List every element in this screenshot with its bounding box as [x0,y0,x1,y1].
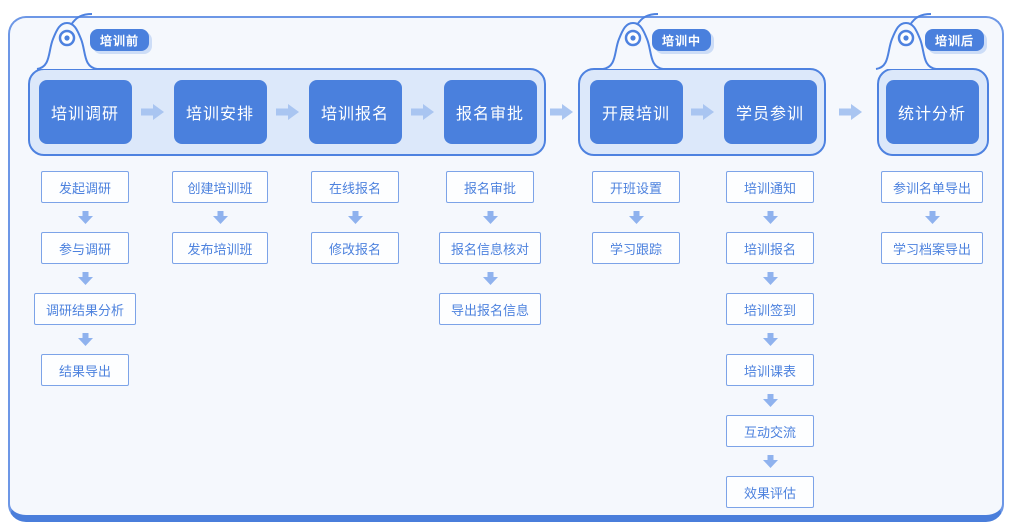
substep-box: 参训名单导出 [881,171,983,203]
substep-box: 参与调研 [41,232,129,264]
flow-arrow-down-icon [482,272,498,285]
substep-box: 培训签到 [726,293,814,325]
flow-arrow-down-icon [924,211,940,224]
substep-box: 学习档案导出 [881,232,983,264]
flow-arrow-down-icon [762,455,778,468]
flow-arrow-down-icon [762,333,778,346]
flow-arrow-right-icon [839,103,863,121]
main-step-box: 报名审批 [443,80,537,144]
substep-box: 在线报名 [311,171,399,203]
substep-box: 培训报名 [726,232,814,264]
substep-box: 调研结果分析 [34,293,136,325]
flow-arrow-right-icon [410,103,435,121]
main-step-box: 开展培训 [589,80,683,144]
substep-box: 互动交流 [726,415,814,447]
substep-box: 发起调研 [41,171,129,203]
phase-tag: 培训后 [925,29,985,51]
pin-hole-icon [874,10,938,70]
substep-box: 培训通知 [726,171,814,203]
flow-arrow-down-icon [628,211,644,224]
flow-arrow-down-icon [77,211,93,224]
flow-arrow-right-icon [275,103,300,121]
flow-arrow-down-icon [482,211,498,224]
main-step-box: 培训安排 [173,80,267,144]
main-step-box: 学员参训 [723,80,817,144]
substep-box: 修改报名 [311,232,399,264]
substep-box: 报名信息核对 [439,232,541,264]
substep-box: 导出报名信息 [439,293,541,325]
main-step-box: 统计分析 [885,80,979,144]
substep-box: 发布培训班 [172,232,268,264]
flow-arrow-down-icon [77,272,93,285]
flow-arrow-down-icon [762,272,778,285]
substep-box: 培训课表 [726,354,814,386]
phase-tag: 培训中 [652,29,712,51]
phase-tag: 培训前 [90,29,150,51]
substep-box: 效果评估 [726,476,814,508]
substep-box: 学习跟踪 [592,232,680,264]
main-step-box: 培训调研 [38,80,132,144]
substep-box: 创建培训班 [172,171,268,203]
substep-box: 报名审批 [446,171,534,203]
flow-arrow-down-icon [77,333,93,346]
substep-box: 结果导出 [41,354,129,386]
substep-box: 开班设置 [592,171,680,203]
pin-hole-icon [35,10,99,70]
flow-arrow-right-icon [550,103,574,121]
flow-arrow-down-icon [762,211,778,224]
flow-arrow-right-icon [140,103,165,121]
pin-hole-icon [601,10,665,70]
flow-arrow-right-icon [691,103,715,121]
main-step-box: 培训报名 [308,80,402,144]
flow-arrow-down-icon [347,211,363,224]
flow-arrow-down-icon [212,211,228,224]
flow-arrow-down-icon [762,394,778,407]
